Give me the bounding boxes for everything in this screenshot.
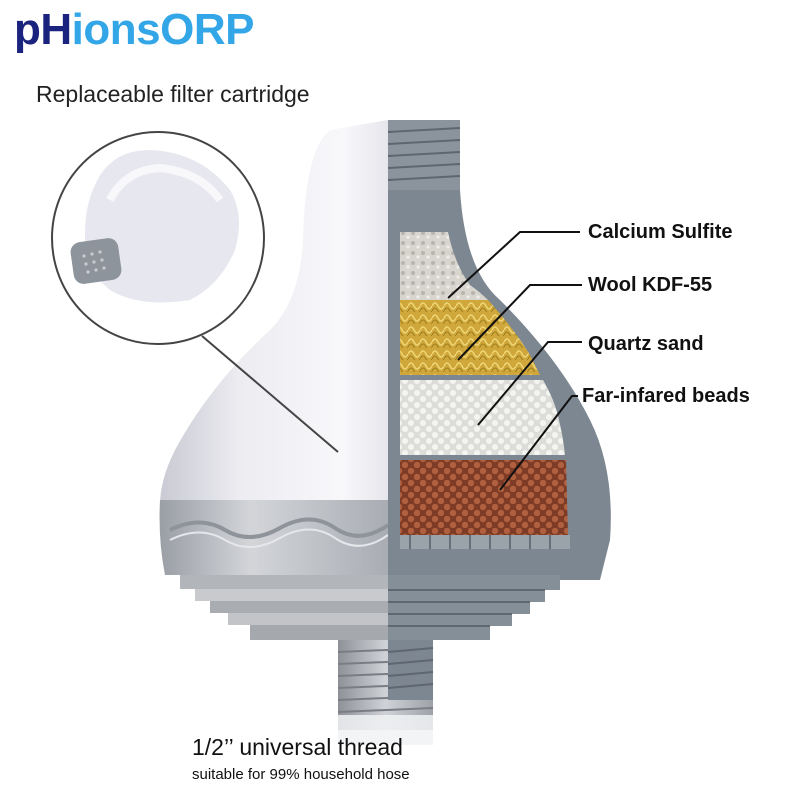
filter-shell <box>160 120 388 505</box>
label-quartz-sand: Quartz sand <box>588 333 704 355</box>
label-far-infrared-beads: Far-infared beads <box>582 385 750 407</box>
silver-base <box>159 500 390 640</box>
brand-logo: pHionsORP <box>14 4 254 56</box>
callout-lines <box>447 231 582 491</box>
label-wool-kdf: Wool KDF-55 <box>588 274 713 296</box>
cartridge-magnifier <box>51 131 339 453</box>
thread-subtitle: suitable for 99% household hose <box>192 766 410 783</box>
thread-title: 1/2’’ universal thread <box>192 734 403 760</box>
label-calcium-sulfite: Calcium Sulfite <box>588 221 733 243</box>
brand-logo-part2: ionsORP <box>71 5 255 54</box>
cutaway-section <box>387 120 611 700</box>
cartridge-caption: Replaceable filter cartridge <box>36 81 310 107</box>
brand-logo-part1: pH <box>14 5 72 54</box>
